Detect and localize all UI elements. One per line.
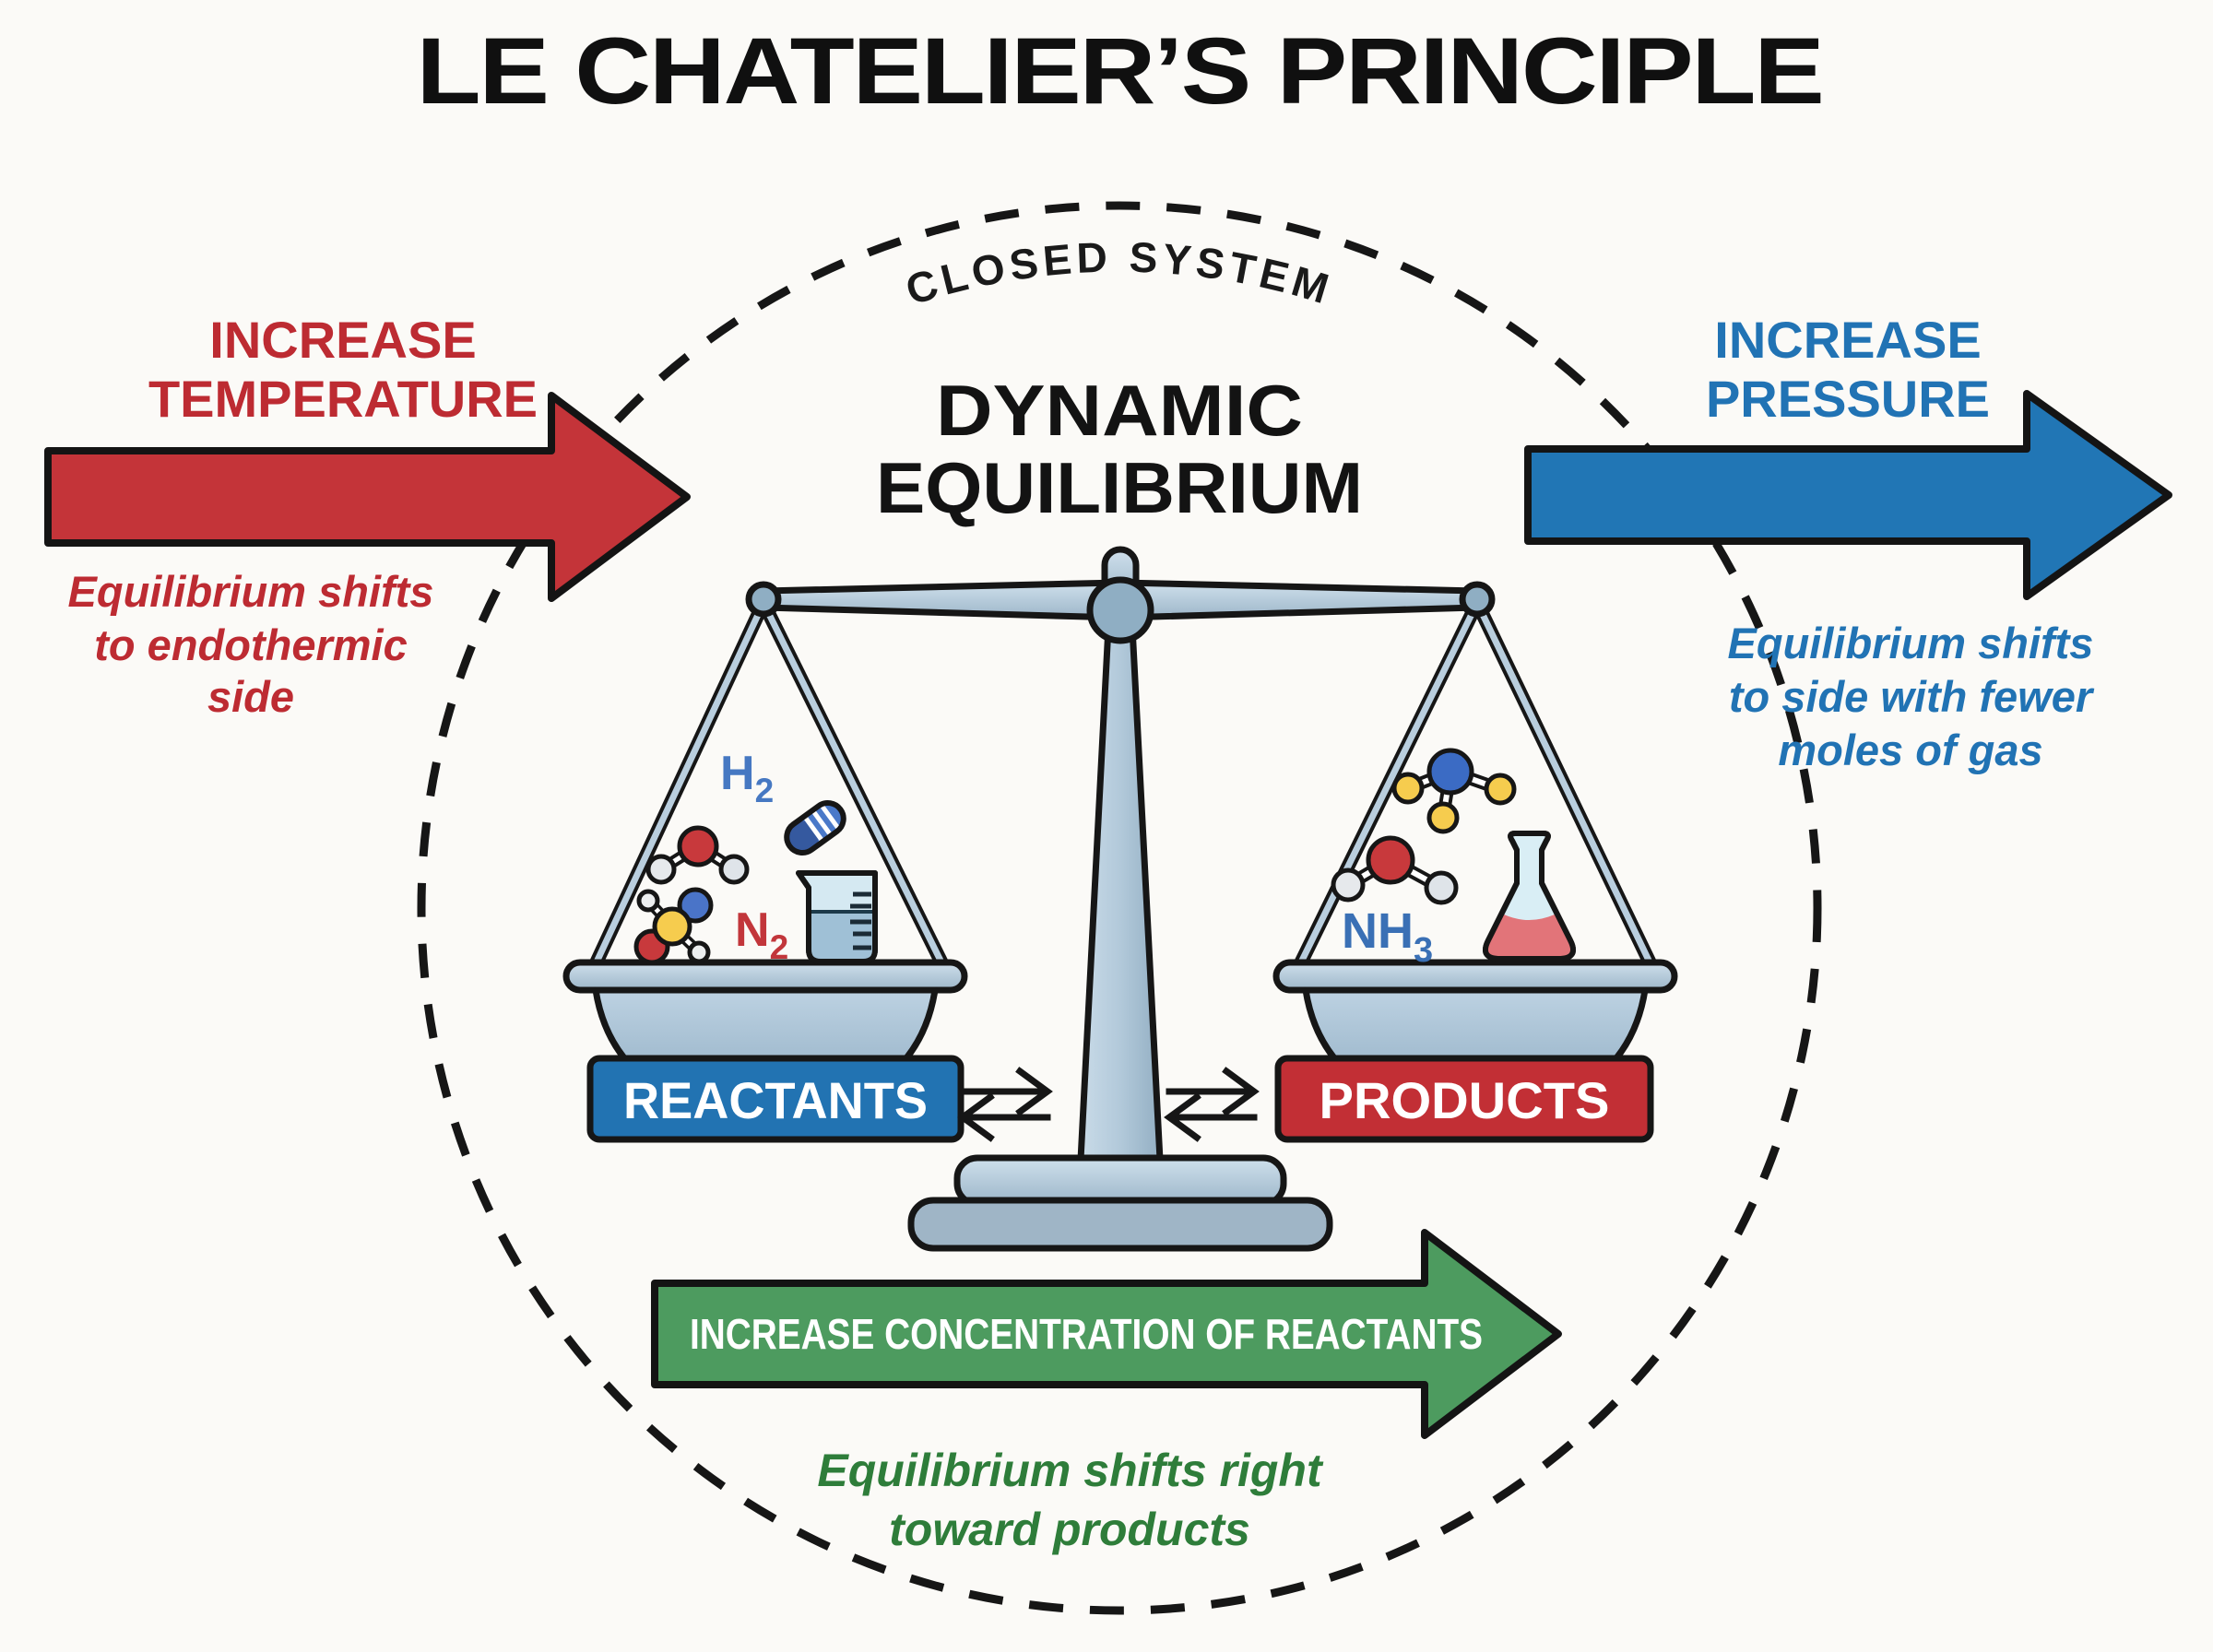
- concentration-note-line2: toward products: [889, 1504, 1250, 1555]
- increase-concentration-label: INCREASE CONCENTRATION OF REACTANTS: [690, 1310, 1483, 1358]
- increase-pressure-line2: PRESSURE: [1706, 370, 1990, 428]
- pressure-note-line3: moles of gas: [1778, 726, 2042, 774]
- beaker-icon: [796, 870, 878, 964]
- n2-label: N2: [735, 903, 788, 966]
- concentration-note: Equilibrium shifts right toward products: [817, 1445, 1324, 1555]
- temperature-note-line3: side: [207, 672, 294, 721]
- pan-strings-core: [590, 601, 1656, 970]
- right-pan-rim: [1272, 959, 1678, 994]
- right-water-molecule-icon: [1331, 835, 1459, 905]
- reactants-label: REACTANTS: [623, 1071, 928, 1129]
- left-water-molecule-icon: [645, 825, 750, 885]
- left-pan-contents: H2: [633, 747, 878, 966]
- closed-system-label: CLOSED SYSTEM: [900, 233, 1338, 314]
- h2-label: H2: [720, 747, 774, 809]
- right-pan-contents: NH3: [1331, 748, 1576, 970]
- increase-temperature-arrow-icon: [44, 392, 691, 602]
- dynamic-equilibrium-heading: DYNAMIC EQUILIBRIUM: [876, 370, 1363, 528]
- increase-concentration-arrow-icon: [651, 1229, 1562, 1439]
- page-title: LE CHATELIER’S PRINCIPLE: [417, 18, 1823, 124]
- reactants-box: REACTANTS: [586, 1055, 964, 1143]
- closed-system-circle: [417, 201, 1822, 1615]
- nh3-label: NH3: [1342, 903, 1433, 970]
- dynamic-equilibrium-line2: EQUILIBRIUM: [876, 447, 1363, 528]
- increase-pressure-line1: INCREASE: [1714, 311, 1981, 369]
- scale-base-bottom: [907, 1197, 1333, 1252]
- left-hanger-pivot: [745, 581, 782, 618]
- increase-pressure-heading: INCREASE PRESSURE: [1706, 311, 1990, 428]
- flask-icon: [1483, 831, 1576, 962]
- scale-pillar: [1077, 623, 1164, 1163]
- products-box: PRODUCTS: [1274, 1055, 1654, 1143]
- products-label: PRODUCTS: [1320, 1071, 1610, 1129]
- pressure-note-line1: Equilibrium shifts: [1728, 619, 2094, 667]
- temperature-note-line2: to endothermic: [94, 620, 407, 669]
- left-cluster-molecule-icon: [633, 887, 714, 965]
- equilibrium-arrows-left-icon: [957, 1067, 1053, 1142]
- increase-temperature-heading: INCREASE TEMPERATURE: [148, 311, 538, 428]
- beam-pivot: [1086, 576, 1154, 644]
- pressure-note: Equilibrium shifts to side with fewer mo…: [1728, 619, 2095, 774]
- temperature-note: Equilibrium shifts to endothermic side: [68, 567, 434, 721]
- ammonia-molecule-icon: [1391, 748, 1517, 834]
- increase-temperature-line2: TEMPERATURE: [148, 370, 538, 428]
- dynamic-equilibrium-line1: DYNAMIC: [936, 370, 1303, 451]
- left-pan-rim: [562, 959, 968, 994]
- pressure-note-line2: to side with fewer: [1729, 672, 2095, 721]
- increase-temperature-line1: INCREASE: [209, 311, 476, 369]
- temperature-note-line1: Equilibrium shifts: [68, 567, 434, 616]
- increase-pressure-arrow-icon: [1524, 390, 2172, 600]
- concentration-note-line1: Equilibrium shifts right: [817, 1445, 1324, 1496]
- equilibrium-arrows-right-icon: [1169, 1071, 1254, 1138]
- right-hanger-pivot: [1459, 581, 1496, 618]
- h2-capsule-molecule-icon: [784, 800, 846, 856]
